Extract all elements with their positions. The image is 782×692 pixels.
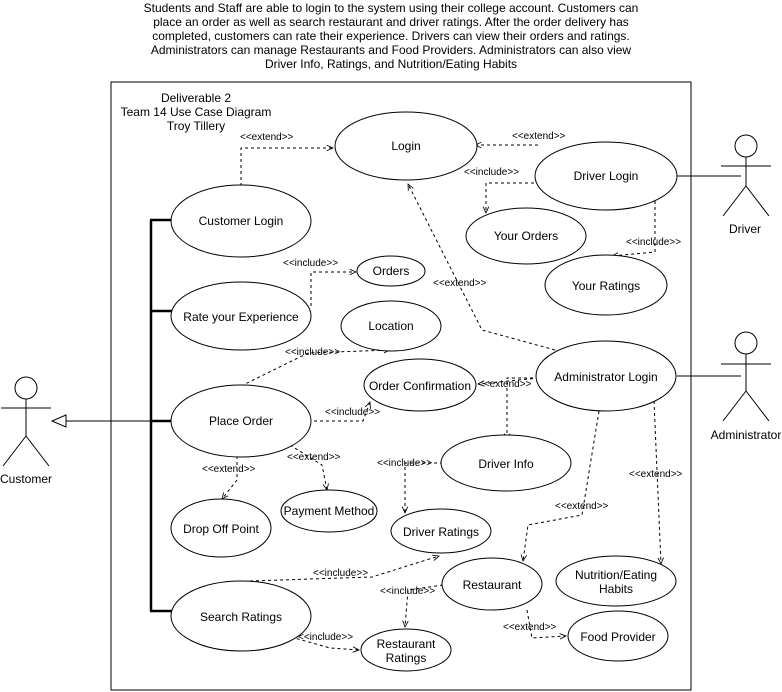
use-case-search-ratings: Search Ratings [170,580,312,652]
use-case-restaurant-ratings: Restaurant Ratings [360,628,452,672]
include-label-restaurant-ratings: <<include>> [298,632,353,643]
use-case-rate-experience: Rate your Experience [170,281,312,351]
include-location [240,350,390,387]
extend-admin-login [408,184,556,351]
include-label-location: <<include>> [285,347,340,358]
description-line-2: place an order as well as search restaur… [153,15,629,29]
extend-label-customer-login: <<extend>> [240,132,294,143]
driver-actor-icon [721,134,771,217]
include-label-search-driver-ratings: <<include>> [313,568,368,579]
use-case-login: Login [334,111,478,181]
use-case-rate-experience-label: Rate your Experience [183,310,299,324]
customer-actor-icon [1,376,51,467]
include-driver-ratings [405,462,443,513]
extend-label-nutrition: <<extend>> [629,469,683,480]
use-case-nutrition: Nutrition/Eating Habits [555,555,677,607]
include-label-restaurant-to-ratings: <<include>> [380,586,435,597]
use-case-your-ratings: Your Ratings [544,254,668,316]
include-label-your-ratings: <<include>> [626,237,681,248]
use-case-payment-method: Payment Method [280,489,378,533]
use-case-customer-login-label: Customer Login [199,214,284,228]
use-case-order-confirmation-label: Order Confirmation [369,379,471,393]
use-case-restaurant-ratings-label-2: Ratings [386,651,427,665]
system-boundary [110,81,692,691]
extend-label-admin-login: <<extend>> [433,278,487,289]
use-case-driver-login-label: Driver Login [574,169,639,183]
use-case-login-label: Login [391,139,420,153]
extend-label-order-confirmation: <<extend>> [478,379,532,390]
use-case-nutrition-label-1: Nutrition/Eating [575,568,657,582]
use-case-payment-method-label: Payment Method [284,504,375,518]
include-orders [310,272,356,306]
extend-driver-info [507,377,533,440]
include-search-driver-ratings [249,556,439,582]
use-case-search-ratings-label: Search Ratings [200,610,282,624]
system-title-line-1: Deliverable 2 [161,91,231,105]
use-case-your-orders-label: Your Orders [494,229,558,243]
include-label-your-orders: <<include>> [464,167,519,178]
use-case-your-ratings-label: Your Ratings [572,279,640,293]
extend-label-drop-off-point: <<extend>> [202,464,256,475]
use-case-restaurant: Restaurant [441,557,543,611]
use-case-place-order-label: Place Order [209,414,273,428]
system-title-line-2: Team 14 Use Case Diagram [121,105,272,119]
include-order-confirmation [314,402,370,422]
customer-actor-label: Customer [0,472,52,486]
use-case-driver-ratings: Driver Ratings [390,508,492,554]
use-case-customer-login: Customer Login [170,184,312,258]
use-case-restaurant-ratings-label-1: Restaurant [377,637,436,651]
include-your-orders [486,182,540,213]
description-line-4: Administrators can manage Restaurants an… [151,43,632,57]
extend-payment-method [289,444,327,490]
extend-label-food-provider: <<extend>> [503,622,557,633]
relationships: <<extend>> <<extend>> <<include>> <<incl… [202,131,683,650]
use-case-driver-login: Driver Login [534,141,678,211]
use-case-driver-ratings-label: Driver Ratings [403,525,479,539]
use-case-your-orders: Your Orders [465,207,587,265]
extend-label-driver-login: <<extend>> [512,131,566,142]
use-case-location: Location [340,300,442,352]
extend-label-restaurant: <<extend>> [555,501,609,512]
use-case-orders-label: Orders [373,264,410,278]
use-case-location-label: Location [368,319,413,333]
use-case-nutrition-label-2: Habits [599,582,633,596]
include-label-driver-ratings: <<include>> [377,458,432,469]
extend-drop-off-point [222,456,238,499]
description: Students and Staff are able to login to … [144,1,639,71]
include-label-orders: <<include>> [283,258,338,269]
use-case-food-provider: Food Provider [567,610,669,662]
extend-restaurant [523,410,600,561]
description-line-5: Driver Info, Ratings, and Nutrition/Eati… [265,57,517,71]
administrator-actor-label: Administrator [711,428,782,442]
extend-nutrition [653,400,661,564]
extend-customer-login [240,148,333,186]
include-label-order-confirmation: <<include>> [325,407,380,418]
system-title: Deliverable 2 Team 14 Use Case Diagram T… [121,91,272,133]
description-line-1: Students and Staff are able to login to … [144,1,639,15]
use-case-administrator-login-label: Administrator Login [554,370,657,384]
include-restaurant-to-ratings [405,584,444,627]
use-case-drop-off-point: Drop Off Point [170,498,272,558]
driver-actor-label: Driver [729,222,761,236]
use-case-driver-info: Driver Info [440,434,572,492]
description-line-3: completed, customers can rate their expe… [152,29,630,43]
system-title-line-3: Troy Tillery [167,119,225,133]
use-case-orders: Orders [356,255,426,287]
administrator-actor-icon [721,331,771,422]
use-case-food-provider-label: Food Provider [580,630,655,644]
use-case-restaurant-label: Restaurant [463,578,522,592]
use-case-order-confirmation: Order Confirmation [363,358,477,412]
extend-label-payment-method: <<extend>> [287,452,341,463]
include-restaurant-ratings [290,636,359,650]
use-case-drop-off-point-label: Drop Off Point [183,522,259,536]
customer-associations [50,218,173,613]
use-case-place-order: Place Order [170,384,312,458]
extend-order-confirmation [478,377,540,384]
use-case-driver-info-label: Driver Info [478,457,534,471]
include-your-ratings [612,201,656,256]
use-case-administrator-login: Administrator Login [535,340,677,412]
